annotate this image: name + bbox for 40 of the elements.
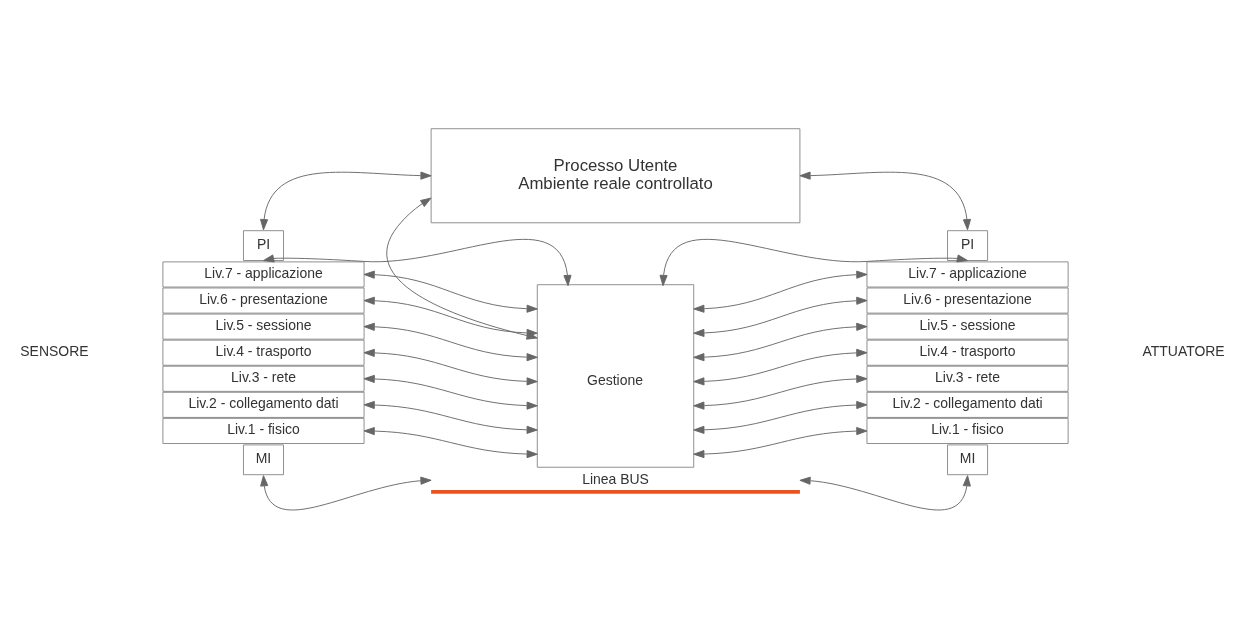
label: ATTUATORE (1142, 342, 1225, 359)
node-box: Liv.1 - fisico (866, 417, 1069, 444)
arrow (693, 427, 868, 459)
arrow (693, 374, 868, 410)
node-box: Liv.3 - rete (162, 365, 365, 392)
arrow (363, 374, 538, 410)
arrow (260, 171, 432, 231)
arrow (799, 171, 971, 231)
node-box: Liv.6 - presentazione (866, 287, 1069, 314)
arrow (693, 400, 868, 434)
node-box: Gestione (536, 284, 695, 468)
arrow (260, 475, 432, 511)
node-text: Linea BUS (582, 470, 649, 487)
node-box: Processo Utente Ambiente reale controllato (430, 128, 801, 224)
node-box: Liv.4 - trasporto (866, 339, 1069, 366)
node-box: Liv.5 - sessione (162, 313, 365, 340)
node-box: Liv.6 - presentazione (162, 287, 365, 314)
label: SENSORE (20, 342, 89, 359)
arrow (363, 296, 538, 337)
node-box: Liv.1 - fisico (162, 417, 365, 444)
node-box: Liv.5 - sessione (866, 313, 1069, 340)
arrow (693, 270, 868, 313)
arrow (363, 427, 538, 459)
arrow (263, 239, 572, 287)
arrow (363, 400, 538, 434)
node-box: Liv.7 - applicazione (866, 261, 1069, 288)
node-box: MI (947, 444, 989, 476)
arrow (363, 348, 538, 386)
node-box: Liv.2 - collegamento dati (162, 391, 365, 418)
arrow (693, 296, 868, 337)
arrow (693, 322, 868, 362)
node-box: Liv.7 - applicazione (162, 261, 365, 288)
node-box: Liv.3 - rete (866, 365, 1069, 392)
node-box: Liv.4 - trasporto (162, 339, 365, 366)
arrow (799, 475, 971, 511)
node-box: MI (243, 444, 284, 476)
node-box: Liv.2 - collegamento dati (866, 391, 1069, 418)
arrow (693, 348, 868, 386)
arrow (659, 239, 968, 287)
arrow (363, 270, 538, 313)
